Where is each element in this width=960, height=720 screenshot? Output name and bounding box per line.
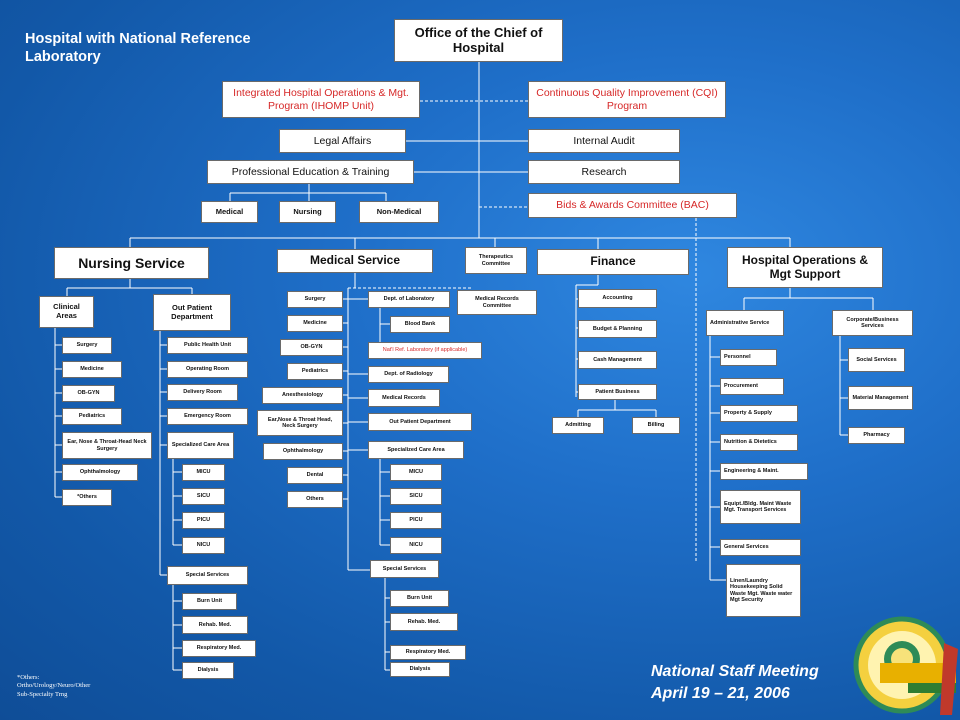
- med-medicine-box: Medicine: [287, 315, 343, 332]
- clinical-others-box: *Others: [62, 489, 112, 506]
- ops-equipment-box: Equipt./Bldg. Maint Waste Mgt. Transport…: [720, 490, 801, 524]
- bac-box: Bids & Awards Committee (BAC): [528, 193, 737, 218]
- professional-education-box: Professional Education & Training: [207, 160, 414, 184]
- nursing-rehab-box: Rehab. Med.: [182, 616, 248, 634]
- fourmula-logo: [853, 616, 958, 715]
- med-specialized-care-box: Specialized Care Area: [368, 441, 464, 459]
- med-dental-box: Dental: [287, 467, 343, 484]
- nursing-nicu-box: NICU: [182, 537, 225, 554]
- medical-records-committee-box: Medical Records Committee: [457, 290, 537, 315]
- nursing-micu-box: MICU: [182, 464, 225, 481]
- cqi-box: Continuous Quality Improvement (CQI) Pro…: [528, 81, 726, 118]
- corporate-services-box: Corporate/Business Services: [832, 310, 913, 336]
- therapeutics-committee-box: Therapeutics Committee: [465, 247, 527, 274]
- pet-medical-box: Medical: [201, 201, 258, 223]
- clinical-pediatrics-box: Pediatrics: [62, 408, 122, 425]
- fin-patient-business-box: Patient Business: [578, 384, 657, 400]
- ops-material-management-box: Material Management: [848, 386, 913, 410]
- med-obgyn-box: OB-GYN: [280, 339, 343, 356]
- finance-box: Finance: [537, 249, 689, 275]
- ops-nutrition-box: Nutrition & Dietetics: [720, 434, 798, 451]
- med-burn-unit-box: Burn Unit: [390, 590, 449, 607]
- ihomp-box: Integrated Hospital Operations & Mgt. Pr…: [222, 81, 420, 118]
- footnote-line3: Sub-Specialty Trng: [17, 690, 68, 698]
- fin-accounting-box: Accounting: [578, 289, 657, 308]
- clinical-ophthalmology-box: Ophthalmology: [62, 464, 138, 481]
- med-rehab-box: Rehab. Med.: [390, 613, 458, 631]
- ops-social-services-box: Social Services: [848, 348, 905, 372]
- fin-budget-box: Budget & Planning: [578, 320, 657, 338]
- others-footnote: *Others: Ortho/Urology/Neuro/Other Sub-S…: [17, 674, 90, 699]
- med-anesthesiology-box: Anesthesiology: [262, 387, 343, 404]
- ops-general-services-box: General Services: [720, 539, 801, 556]
- clinical-obgyn-box: OB-GYN: [62, 385, 115, 402]
- nursing-burn-unit-box: Burn Unit: [182, 593, 237, 610]
- med-picu-box: PICU: [390, 512, 442, 529]
- hospital-operations-box: Hospital Operations & Mgt Support: [727, 247, 883, 288]
- nursing-respiratory-box: Respiratory Med.: [182, 640, 256, 657]
- ops-personnel-box: Personnel: [720, 349, 777, 366]
- meeting-footer: National Staff Meeting April 19 – 21, 20…: [651, 661, 819, 704]
- internal-audit-box: Internal Audit: [528, 129, 680, 153]
- nursing-opd-box: Out Patient Department: [153, 294, 231, 331]
- ops-pharmacy-box: Pharmacy: [848, 427, 905, 444]
- med-sicu-box: SICU: [390, 488, 442, 505]
- ops-engineering-box: Engineering & Maint.: [720, 463, 808, 480]
- legal-affairs-box: Legal Affairs: [279, 129, 406, 153]
- nursing-operating-room-box: Operating Room: [167, 361, 248, 378]
- meeting-name: National Staff Meeting: [651, 663, 819, 680]
- page-title: Hospital with National Reference Laborat…: [25, 30, 305, 66]
- nursing-special-services-box: Special Services: [167, 566, 248, 585]
- pet-non-medical-box: Non-Medical: [359, 201, 439, 223]
- nursing-specialized-care-box: Specialized Care Area: [167, 432, 234, 459]
- fin-cash-box: Cash Management: [578, 351, 657, 369]
- research-box: Research: [528, 160, 680, 184]
- med-laboratory-box: Dept. of Laboratory: [368, 291, 450, 308]
- nursing-delivery-room-box: Delivery Room: [167, 384, 238, 401]
- pet-nursing-box: Nursing: [279, 201, 336, 223]
- med-nrl-box: Nat'l Ref. Laboratory (if applicable): [368, 342, 482, 359]
- med-nicu-box: NICU: [390, 537, 442, 554]
- administrative-service-box: Administrative Service: [706, 310, 784, 336]
- med-ent-box: Ear,Nose & Throat Head, Neck Surgery: [257, 410, 343, 436]
- page-title-line2: Laboratory: [25, 49, 101, 66]
- clinical-surgery-box: Surgery: [62, 337, 112, 354]
- medical-service-box: Medical Service: [277, 249, 433, 273]
- med-opd-box: Out Patient Department: [368, 413, 472, 431]
- ops-linen-laundry-box: Linen/Laundry Housekeeping Solid Waste M…: [726, 564, 801, 617]
- page-title-line1: Hospital with National Reference: [25, 31, 251, 47]
- med-others-box: Others: [287, 491, 343, 508]
- nursing-picu-box: PICU: [182, 512, 225, 529]
- meeting-date: April 19 – 21, 2006: [651, 684, 790, 702]
- footnote-line1: *Others:: [17, 674, 40, 681]
- nursing-service-box: Nursing Service: [54, 247, 209, 279]
- med-respiratory-box: Respiratory Med.: [390, 645, 466, 660]
- chief-of-hospital-box: Office of the Chief of Hospital: [394, 19, 563, 62]
- med-surgery-box: Surgery: [287, 291, 343, 308]
- nursing-dialysis-box: Dialysis: [182, 662, 234, 679]
- footnote-line2: Ortho/Urology/Neuro/Other: [17, 682, 91, 690]
- fin-billing-box: Billing: [632, 417, 680, 434]
- ops-procurement-box: Procurement: [720, 378, 784, 395]
- clinical-areas-box: Clinical Areas: [39, 296, 94, 328]
- med-ophthalmology-box: Ophthalmology: [263, 443, 343, 460]
- med-radiology-box: Dept. of Radiology: [368, 366, 449, 383]
- med-pediatrics-box: Pediatrics: [287, 363, 343, 380]
- ops-property-box: Property & Supply: [720, 405, 798, 422]
- fin-admitting-box: Admitting: [552, 417, 604, 434]
- nursing-sicu-box: SICU: [182, 488, 225, 505]
- med-dialysis-box: Dialysis: [390, 662, 450, 677]
- med-micu-box: MICU: [390, 464, 442, 481]
- nursing-public-health-box: Public Health Unit: [167, 337, 248, 354]
- clinical-ent-box: Ear, Nose & Throat-Head Neck Surgery: [62, 432, 152, 459]
- med-special-services-box: Special Services: [370, 560, 439, 578]
- med-records-box: Medical Records: [368, 389, 440, 407]
- nursing-emergency-room-box: Emergency Room: [167, 408, 248, 425]
- clinical-medicine-box: Medicine: [62, 361, 122, 378]
- med-blood-bank-box: Blood Bank: [390, 316, 450, 333]
